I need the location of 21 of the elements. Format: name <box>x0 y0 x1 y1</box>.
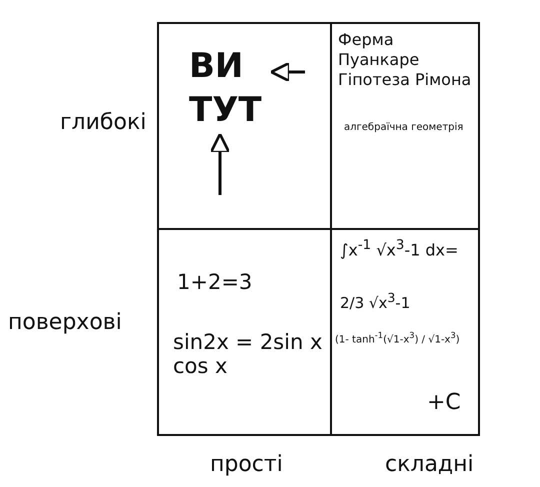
arrow <box>270 62 305 82</box>
topic-text: алгебраїчна геометрія <box>344 122 464 133</box>
topic-text: Ферма <box>338 30 394 49</box>
grid-cell <box>330 22 480 230</box>
formula-text: 2/3 √x$^{3}$-1 <box>340 290 410 312</box>
grid-cell <box>330 228 480 436</box>
formula-text: +C <box>427 390 461 415</box>
axis-label: складні <box>385 452 474 477</box>
formula-text: (1- tanh$^{-1}$(√1-x$^{3}$) / √1-x$^{3}$) <box>335 330 460 346</box>
grid-cell <box>157 228 332 436</box>
grid-cell <box>157 22 332 230</box>
axis-label: глибокі <box>60 110 146 135</box>
formula-text: 1+2=3 <box>177 270 252 294</box>
formula-text: sin2x = 2sin x cos x <box>173 330 323 378</box>
topic-text: Гіпотеза Рімона <box>338 70 472 89</box>
formula-text: ∫x$^{-1}$ √x$^{3}$-1 dx= <box>340 238 458 260</box>
arrow <box>210 132 230 195</box>
topic-text: Пуанкаре <box>338 50 420 69</box>
axis-label: прості <box>210 452 283 477</box>
callout-text: ВИ ТУТ <box>189 44 269 132</box>
axis-label: поверхові <box>8 310 122 335</box>
